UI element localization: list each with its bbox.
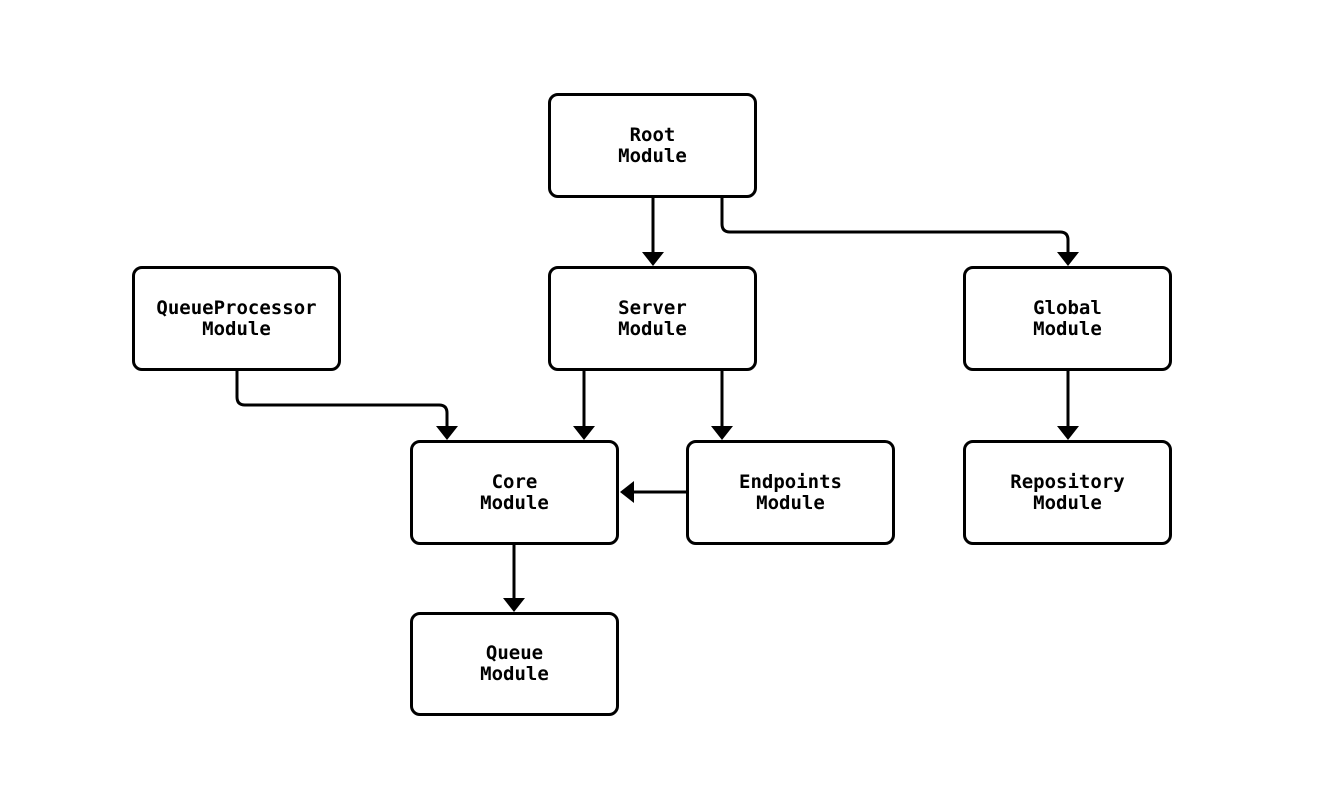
arrowhead-down-icon — [1057, 252, 1079, 266]
edge-global-to-repository — [1057, 371, 1079, 440]
node-queueprocessor-module: QueueProcessor Module — [132, 266, 341, 371]
node-label-line1: Endpoints — [739, 470, 842, 493]
arrowhead-down-icon — [573, 426, 595, 440]
node-label-line1: Server — [618, 296, 687, 319]
arrowhead-down-icon — [711, 426, 733, 440]
edge-server-to-endpoints — [711, 371, 733, 440]
arrowhead-down-icon — [503, 598, 525, 612]
node-label-line2: Module — [618, 317, 687, 340]
arrowhead-down-icon — [642, 252, 664, 266]
node-endpoints-module: Endpoints Module — [686, 440, 895, 545]
node-label-line2: Module — [480, 663, 549, 685]
node-repository-module: Repository Module — [963, 440, 1172, 545]
edge-server-to-core — [573, 371, 595, 440]
arrowhead-left-icon — [620, 481, 634, 503]
node-queue-module: Queue Module — [410, 612, 619, 716]
node-label-line2: Module — [618, 144, 687, 167]
edge-endpoints-to-core — [620, 481, 686, 503]
node-label-line1: Repository — [1010, 470, 1125, 493]
arrowhead-down-icon — [436, 426, 458, 440]
edge-root-to-server — [642, 198, 664, 266]
edge-root-to-global — [720, 198, 1079, 266]
node-label-line1: Core — [491, 470, 538, 493]
node-label-line1: Queue — [485, 642, 544, 664]
node-label-line1: QueueProcessor — [156, 296, 317, 319]
node-label-line2: Module — [1033, 317, 1102, 340]
node-root-module: Root Module — [548, 93, 757, 198]
node-label-line1: Global — [1033, 296, 1102, 319]
arrowhead-down-icon — [1057, 426, 1079, 440]
node-label-line2: Module — [756, 491, 825, 514]
node-core-module: Core Module — [410, 440, 619, 545]
node-server-module: Server Module — [548, 266, 757, 371]
node-label-line2: Module — [480, 491, 549, 514]
edge-line — [235, 371, 449, 426]
node-global-module: Global Module — [963, 266, 1172, 371]
edge-queueprocessor-to-core — [235, 371, 458, 440]
node-label-line2: Module — [1033, 491, 1102, 514]
node-label-line2: Module — [202, 317, 271, 340]
node-label-line1: Root — [629, 123, 676, 146]
edge-line — [720, 198, 1070, 252]
edge-core-to-queue — [503, 545, 525, 612]
